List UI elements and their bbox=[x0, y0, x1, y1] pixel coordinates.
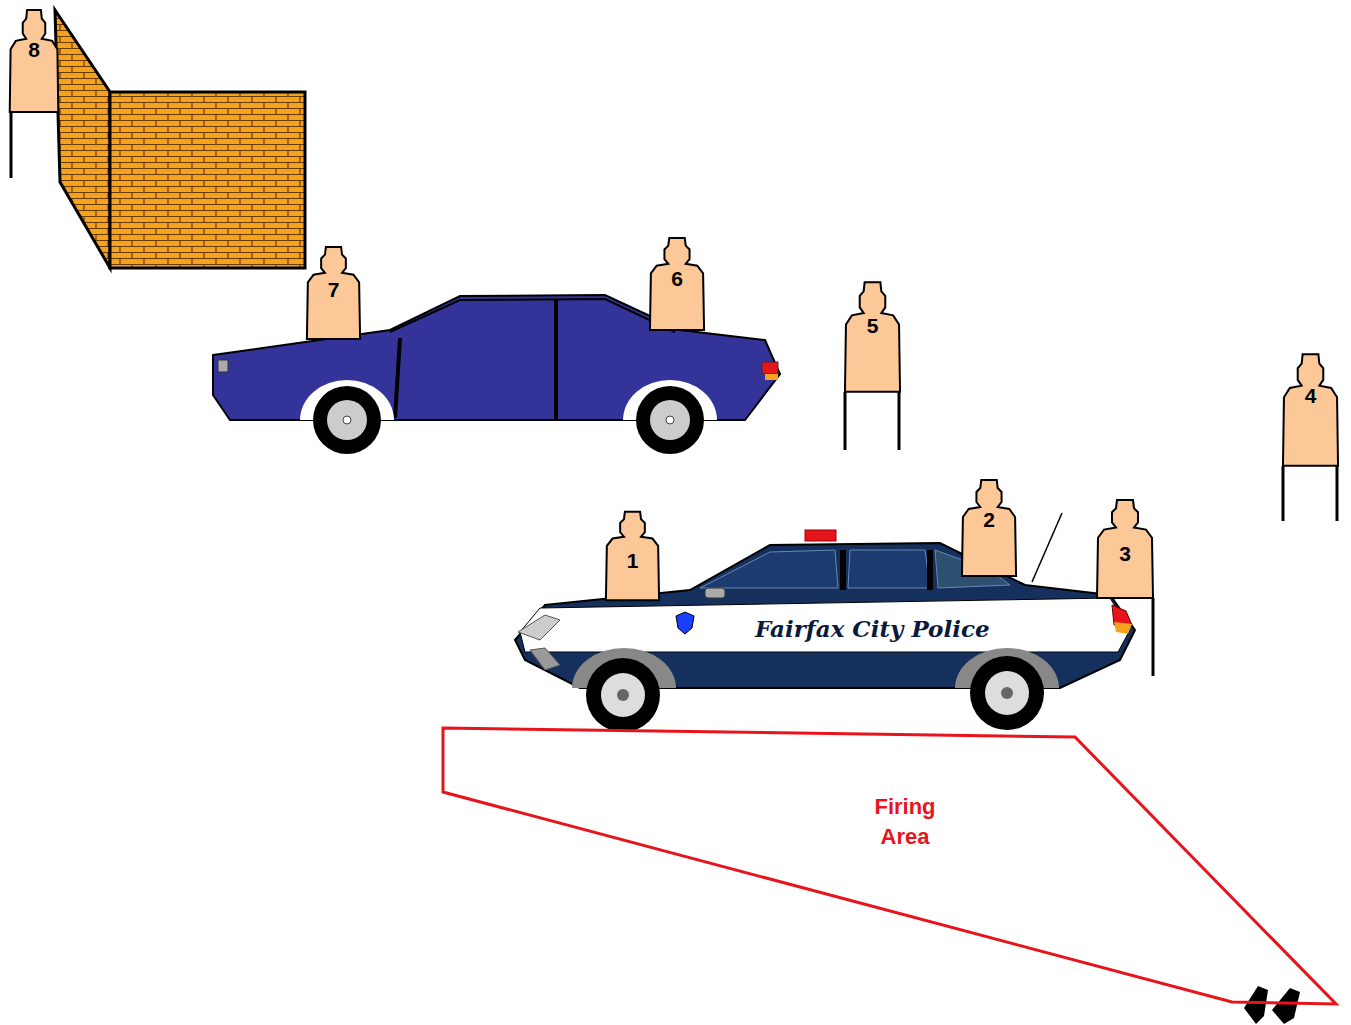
paper-target: 7 bbox=[305, 245, 362, 341]
area-label: Firing Area bbox=[860, 792, 950, 852]
target-number: 7 bbox=[305, 278, 362, 302]
target-number: 5 bbox=[843, 314, 902, 338]
paper-target: 5 bbox=[843, 280, 902, 394]
shape-path bbox=[443, 728, 1336, 1004]
target-number: 1 bbox=[604, 549, 661, 573]
target-number: 3 bbox=[1095, 542, 1155, 566]
paper-target: 6 bbox=[648, 236, 706, 332]
shape-path bbox=[1283, 354, 1338, 465]
shape-outline bbox=[1281, 352, 1340, 468]
paper-target: 8 bbox=[8, 8, 60, 114]
paper-target: 4 bbox=[1281, 352, 1340, 468]
paper-target: 3 bbox=[1095, 498, 1155, 600]
target-number: 6 bbox=[648, 267, 706, 291]
paper-target: 2 bbox=[960, 478, 1018, 578]
firing-area: Firing Area bbox=[443, 726, 1339, 1007]
car-livery-text: Fairfax City Police bbox=[755, 615, 990, 642]
target-number: 8 bbox=[8, 38, 60, 62]
brick-wall bbox=[55, 10, 305, 268]
paper-target: 1 bbox=[604, 510, 661, 602]
shooter-feet bbox=[1244, 986, 1300, 1024]
target-number: 2 bbox=[960, 508, 1018, 532]
shape-outline bbox=[443, 726, 1339, 1007]
target-number: 4 bbox=[1281, 384, 1340, 408]
